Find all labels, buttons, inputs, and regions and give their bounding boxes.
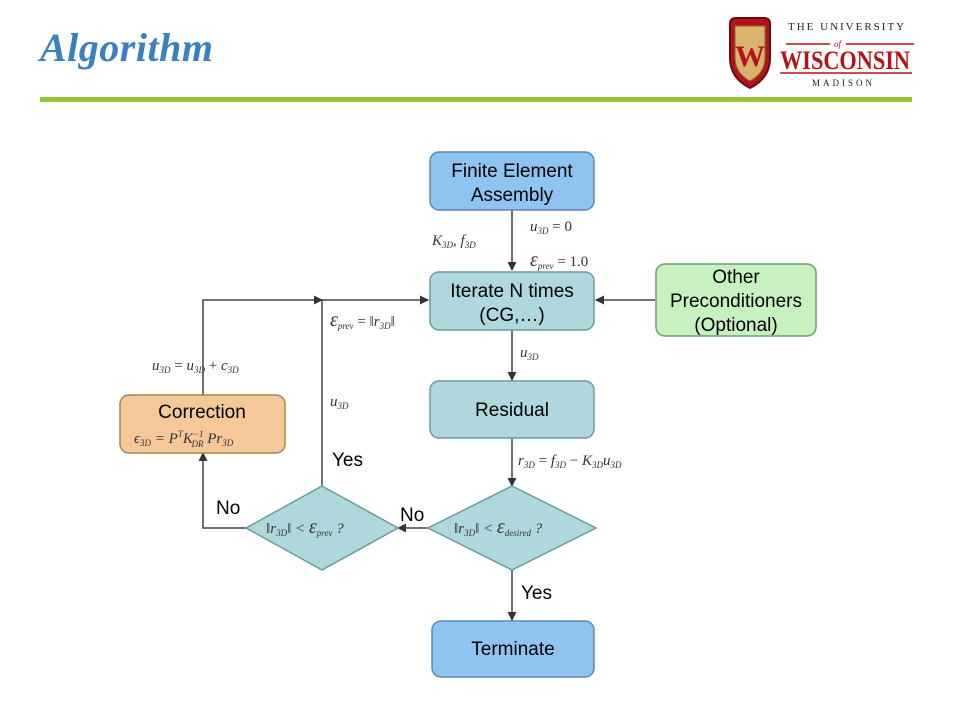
flow-connectors — [198, 210, 655, 621]
svg-text:(Optional): (Optional) — [694, 315, 777, 336]
decision-desired-node: ‖r3D‖ < εdesired ? — [426, 485, 598, 571]
svg-text:Correction: Correction — [158, 402, 246, 423]
svg-text:Finite Element: Finite Element — [451, 161, 573, 182]
yes-top-label: Yes — [332, 450, 363, 471]
university-logo: W THE UNIVERSITY of WISCONSIN MADISON — [729, 17, 914, 90]
eps-update-annotation: εprev = ‖r3D‖ — [330, 309, 395, 331]
u-update-annotation: u3D = u3D + c3D — [152, 358, 239, 375]
svg-text:Preconditioners: Preconditioners — [670, 291, 802, 312]
svg-text:W: W — [735, 40, 765, 73]
title-divider — [40, 97, 912, 102]
k-f-annotation: K3D, f3D — [431, 233, 476, 250]
no-mid-label: No — [400, 505, 424, 526]
svg-text:Assembly: Assembly — [471, 185, 554, 206]
svg-text:(CG,…): (CG,…) — [479, 305, 544, 326]
logo-city: MADISON — [812, 78, 875, 88]
no-left-label: No — [216, 498, 240, 519]
residual-annotation: r3D = f3D − K3Du3D — [518, 453, 622, 470]
slide-title: Algorithm — [40, 25, 214, 70]
shield-icon: W — [729, 17, 771, 90]
finite-element-assembly-node: Finite Element Assembly — [429, 151, 595, 211]
u-out-annotation: u3D — [520, 345, 539, 362]
u-init-annotation: u3D = 0 — [530, 219, 572, 236]
other-preconditioners-node: Other Preconditioners (Optional) — [655, 263, 817, 337]
decision-previous-node: ‖r3D‖ < εprev ? — [244, 485, 400, 571]
logo-name: WISCONSIN — [780, 46, 910, 75]
residual-node: Residual — [429, 380, 595, 439]
u-loop-annotation: u3D — [330, 394, 349, 411]
svg-text:Iterate N times: Iterate N times — [450, 281, 574, 302]
yes-bottom-label: Yes — [521, 583, 552, 604]
svg-text:of: of — [834, 39, 843, 49]
svg-text:Other: Other — [712, 267, 760, 288]
svg-text:Terminate: Terminate — [471, 639, 554, 660]
iterate-node: Iterate N times (CG,…) — [429, 271, 595, 331]
logo-line1: THE UNIVERSITY — [788, 21, 906, 33]
terminate-node: Terminate — [431, 620, 595, 678]
svg-text:ϵ3D = PTK−1DR Pr3D: ϵ3D = PTK−1DR Pr3D — [134, 429, 234, 449]
svg-text:Residual: Residual — [475, 400, 549, 421]
eps-init-annotation: εprev = 1.0 — [530, 249, 588, 271]
